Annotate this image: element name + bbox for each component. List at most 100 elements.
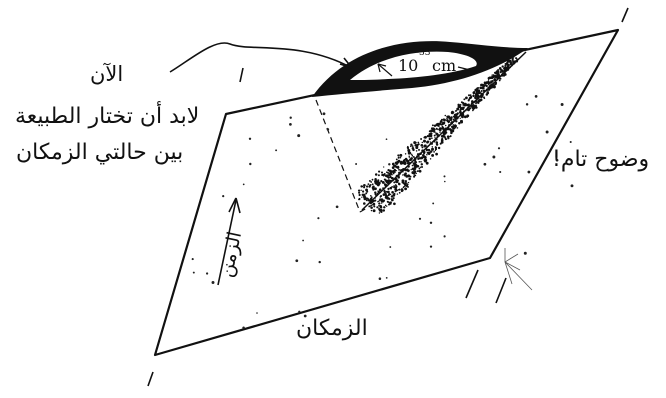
diffusion-dot: [466, 114, 469, 117]
diffusion-dot: [420, 144, 422, 146]
diffusion-dot: [378, 202, 380, 204]
diffusion-dot: [397, 181, 399, 183]
diffusion-dot: [400, 162, 403, 165]
scattered-speck: [419, 218, 421, 220]
diffusion-dot: [513, 63, 515, 65]
diffusion-dot: [406, 184, 409, 187]
diffusion-dot: [460, 113, 463, 116]
diffusion-dot: [370, 195, 372, 197]
diffusion-dot: [435, 148, 437, 150]
diffusion-dot: [433, 151, 435, 153]
diffusion-dot: [423, 140, 426, 143]
diffusion-dot: [481, 95, 482, 96]
diffusion-dot: [363, 194, 366, 197]
diffusion-dot: [402, 180, 404, 182]
diffusion-dot: [369, 199, 372, 202]
diffusion-dot: [516, 60, 518, 62]
diffusion-dot: [393, 202, 396, 205]
diffusion-dot: [465, 110, 466, 111]
diffusion-dot: [413, 141, 416, 144]
diffusion-dot: [433, 141, 435, 143]
diffusion-dot: [408, 165, 410, 167]
diffusion-dot: [362, 186, 364, 188]
diffusion-dot: [503, 68, 505, 70]
diffusion-dot: [464, 103, 467, 106]
diffusion-dot: [420, 161, 422, 163]
diffusion-dot: [358, 189, 360, 191]
diffusion-dot: [389, 181, 391, 183]
scattered-speck: [524, 252, 527, 255]
diffusion-dot: [451, 125, 454, 128]
scattered-speck: [327, 128, 330, 131]
diffusion-dot: [417, 170, 419, 172]
diffusion-dot: [405, 180, 407, 182]
diffusion-dot: [404, 187, 407, 190]
diffusion-dot: [413, 176, 415, 178]
diffusion-dot: [428, 153, 430, 155]
diffusion-dot: [363, 184, 366, 187]
corner-tick-bottom-right-b: [496, 278, 506, 303]
scattered-speck: [192, 258, 194, 260]
diffusion-dot: [405, 153, 406, 154]
diffusion-dot: [495, 80, 496, 81]
diffusion-dot: [451, 130, 453, 132]
scattered-speck: [355, 163, 357, 165]
label-now: الآن: [90, 64, 123, 85]
diffusion-dot: [411, 171, 414, 174]
diffusion-dot: [450, 128, 452, 130]
diffusion-dot: [393, 181, 395, 183]
diffusion-dot: [419, 161, 421, 163]
diffusion-dot: [483, 91, 485, 93]
diffusion-dot: [461, 101, 463, 103]
diffusion-dot: [483, 96, 485, 98]
diffusion-dot: [460, 107, 463, 110]
diffusion-dot: [399, 169, 400, 170]
diffusion-dot: [379, 205, 381, 207]
diffusion-dot: [363, 202, 366, 205]
diffusion-dot: [412, 165, 414, 167]
scattered-speck: [193, 272, 195, 274]
scattered-speck: [570, 141, 572, 143]
diffusion-dot: [386, 175, 389, 178]
diffusion-dot: [507, 61, 509, 63]
diffusion-dot: [363, 186, 365, 188]
diffusion-dot: [420, 167, 422, 169]
diffusion-dot: [504, 65, 506, 67]
diffusion-dot: [374, 178, 377, 181]
diffusion-dot: [386, 171, 388, 173]
diffusion-dot: [456, 118, 457, 119]
scattered-speck: [389, 246, 391, 248]
now-pointer-arrow: [170, 43, 352, 72]
diffusion-dot: [386, 184, 388, 186]
diffusion-dot: [369, 180, 371, 182]
scattered-speck: [499, 171, 501, 173]
corner-tick-top-left: [240, 68, 243, 82]
diffusion-dot: [424, 159, 427, 162]
diffusion-dot: [399, 189, 401, 191]
diffusion-dot: [472, 91, 475, 94]
scattered-speck: [298, 311, 300, 313]
diffusion-dot: [513, 60, 515, 62]
corner-tick-bottom-left: [148, 372, 153, 386]
diffusion-dot: [391, 177, 393, 179]
diffusion-dot: [407, 146, 409, 148]
diffusion-dot: [412, 155, 413, 156]
diffusion-dot: [399, 154, 402, 157]
diffusion-dot: [476, 91, 478, 93]
diffusion-dot: [394, 189, 396, 191]
diffusion-dot: [463, 98, 465, 100]
diffusion-dot: [471, 100, 474, 103]
scattered-speck: [443, 175, 445, 177]
diffusion-dot: [393, 185, 395, 187]
corner-tick-top-right: [622, 8, 628, 22]
diffusion-dot: [388, 198, 390, 200]
diffusion-dot: [431, 154, 434, 157]
diffusion-dot: [446, 127, 448, 129]
scattered-speck: [243, 184, 245, 186]
diffusion-dot: [371, 210, 372, 211]
diffusion-dot: [373, 210, 374, 211]
diffusion-dot: [411, 162, 412, 163]
diffusion-dot: [446, 119, 448, 121]
diffusion-dot: [434, 125, 436, 127]
